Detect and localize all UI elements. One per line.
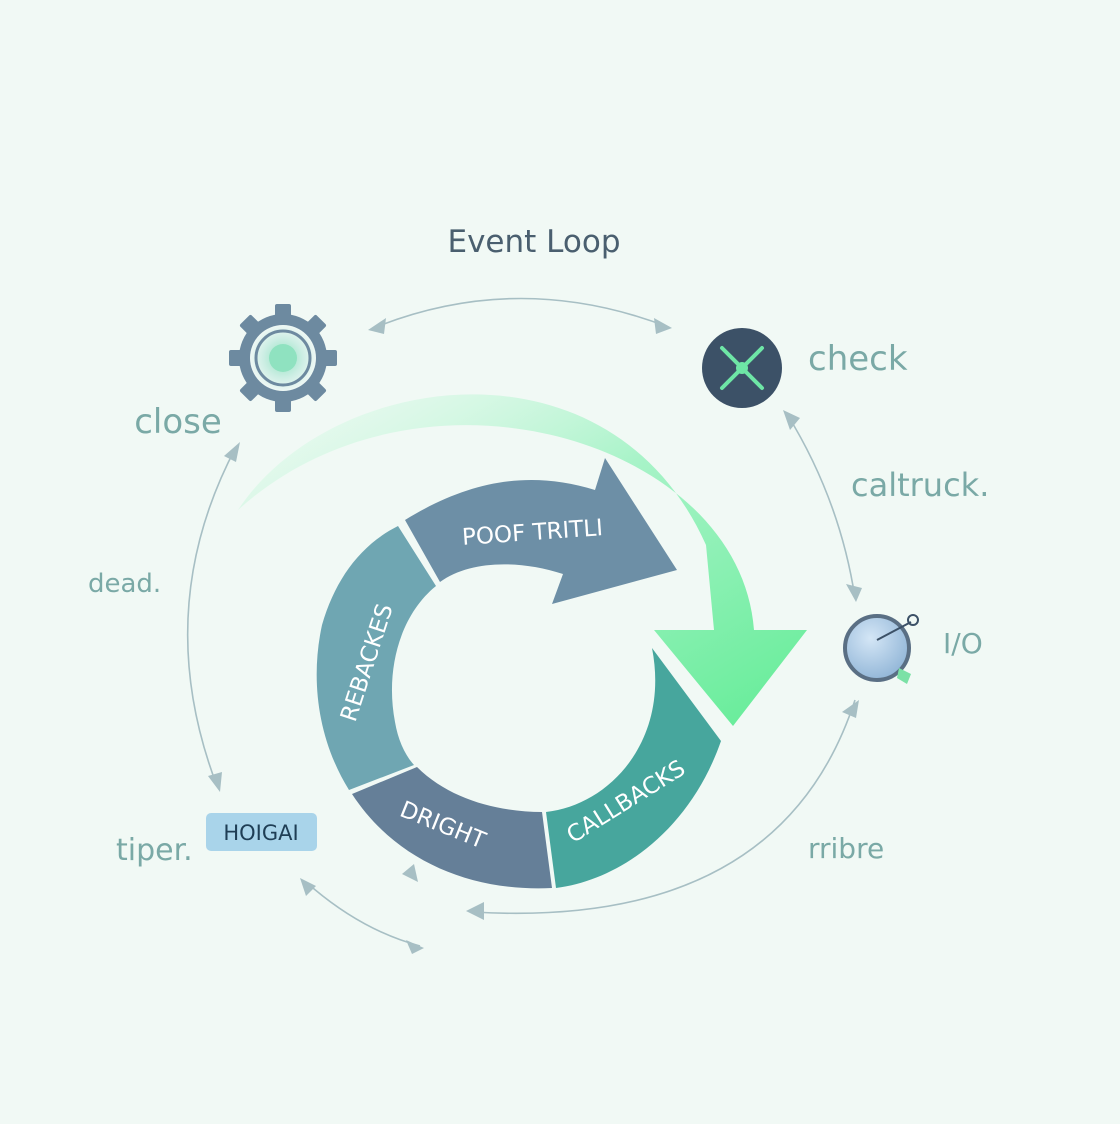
phase-segment-pending [316,526,436,790]
phase-segment-timers [352,767,552,889]
label-check: check [808,339,908,379]
cross-sparkle-icon [702,328,782,408]
arc-io-to-callbacks [472,699,856,915]
outer-cycle-arrows [186,297,856,947]
arc-check-to-io [786,413,856,599]
label-dead: dead. [88,569,161,599]
arc-close-to-check [375,297,669,328]
status-badge-text: HOIGAI [223,821,298,845]
label-io: I/O [943,627,983,660]
diagram-title: Event Loop [448,224,621,260]
green-flow-arrow [238,394,807,726]
label-callback: caltruck. [851,466,989,504]
clock-dial-icon [843,614,919,684]
gear-icon [229,304,337,412]
phase-segment-callbacks [546,648,721,888]
label-rribre: rribre [808,832,884,865]
phase-ring [316,458,721,889]
arc-left-loop [186,446,237,787]
phase-segment-poll [405,458,677,604]
label-close: close [134,402,222,442]
outer-arrowheads [208,318,862,954]
status-badge: HOIGAI [206,813,317,851]
label-timer: tiper. [116,833,193,868]
arc-timers [305,881,421,947]
